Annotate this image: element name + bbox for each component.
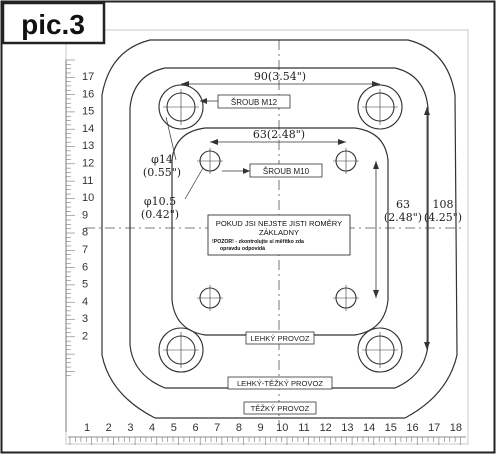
ruler-y-label: 7 [82,244,88,256]
dimension-outer-height: 108 (4.25") [424,107,462,350]
ruler-x-label: 6 [192,422,198,434]
callout-hole-large: φ14 (0.55") [143,116,181,179]
ruler-y-label: 10 [82,192,94,204]
hole-large-in: (0.55") [143,166,181,179]
notice-line-1: POKUD JSI NEJSTE JISTI ROMĚRY [216,219,342,228]
figure-label: pic.3 [21,9,85,40]
medium-duty-text: LEHKÝ-TĚŽKÝ PROVOZ [237,379,323,388]
bolt-hole-m10-top-left [197,148,223,174]
ruler-x-label: 4 [149,422,155,434]
ruler-y-label: 6 [82,261,88,273]
ruler-x-label: 9 [258,422,264,434]
notice-line-3: !POZOR! - zkontrolujte si měřítko zda [212,239,304,245]
outer-height-mm: 108 [433,198,454,211]
bolt-hole-m10-bottom-right [333,285,359,311]
ruler-y-label: 4 [82,296,88,308]
notice-line-2: ZÁKLADNY [259,228,299,237]
ruler-x-label: 14 [363,422,375,434]
bolt-hole-m10-top-right [333,148,359,174]
label-bolt-m10: ŠROUB M10 [222,163,323,178]
heavy-duty-outline [101,39,458,419]
ruler-x-label: 12 [320,422,332,434]
label-medium-duty: LEHKÝ-TĚŽKÝ PROVOZ [227,376,333,390]
outer-width-label: 90(3.54") [254,70,306,83]
label-light-duty: LEHKÝ PROVOZ [245,331,315,345]
ruler-y-label: 15 [82,106,94,118]
heavy-duty-text: TĚŽKÝ PROVOZ [251,404,310,413]
ruler-x-label: 2 [106,422,112,434]
label-bolt-m12: ŠROUB M12 [200,94,291,109]
hole-large-mm: φ14 [151,153,173,166]
label-heavy-duty: TĚŽKÝ PROVOZ [243,401,317,415]
ruler-y-label: 3 [82,313,88,325]
ruler-x-label: 17 [428,422,440,434]
ruler-y-label: 12 [82,158,94,170]
ruler-x-label: 1 [84,422,90,434]
ruler-x-label: 13 [341,422,353,434]
ruler-y-label: 16 [82,88,94,100]
ruler-y-label: 13 [82,140,94,152]
dimension-outer-width: 90(3.54") [181,70,380,87]
bolt-m12-text: ŠROUB M12 [231,98,278,107]
ruler-y-label: 2 [82,331,88,343]
bolt-hole-m12-top-left [158,84,204,130]
figure-badge [1,1,106,45]
ruler-x-label: 18 [450,422,462,434]
ruler-y-label: 11 [82,175,93,187]
hole-small-in: (0.42") [141,208,179,221]
ruler-y-label: 17 [82,71,94,83]
inner-height-in: (2.48") [384,211,422,224]
medium-duty-outline [129,67,429,389]
bolt-hole-m12-bottom-right [357,327,403,373]
ruler-y-label: 5 [82,279,88,291]
light-duty-outline [171,127,389,336]
bolt-hole-m12-top-right [357,84,403,130]
ruler-x-label: 5 [171,422,177,434]
vertical-ruler: 17 16 15 14 13 12 11 10 9 8 7 6 5 4 3 2 [65,59,94,432]
inner-height-mm: 63 [396,198,410,211]
dimension-inner-width: 63(2.48") [210,128,346,145]
light-duty-text: LEHKÝ PROVOZ [250,334,309,343]
bolt-hole-m10-bottom-left [197,285,223,311]
callout-hole-small: φ10.5 (0.42") [141,167,204,221]
ruler-x-label: 16 [406,422,418,434]
ruler-x-label: 10 [276,422,288,434]
notice-line-4: opravdu odpovídá [220,246,265,252]
ruler-y-label: 8 [82,227,88,239]
inner-width-label: 63(2.48") [253,128,305,141]
ruler-y-label: 9 [82,209,88,221]
ruler-x-label: 7 [214,422,220,434]
bolt-hole-m12-bottom-left [158,327,204,373]
hole-small-mm: φ10.5 [144,195,176,208]
ruler-y-label: 14 [82,123,94,135]
ruler-x-label: 11 [298,422,309,434]
bolt-m10-text: ŠROUB M10 [263,167,310,176]
notice-box: POKUD JSI NEJSTE JISTI ROMĚRY ZÁKLADNY !… [207,214,351,256]
ruler-x-label: 3 [127,422,133,434]
outer-height-in: (4.25") [424,211,462,224]
ruler-x-label: 15 [385,422,397,434]
ruler-x-label: 8 [236,422,242,434]
dimension-inner-height: 63 (2.48") [373,161,422,298]
